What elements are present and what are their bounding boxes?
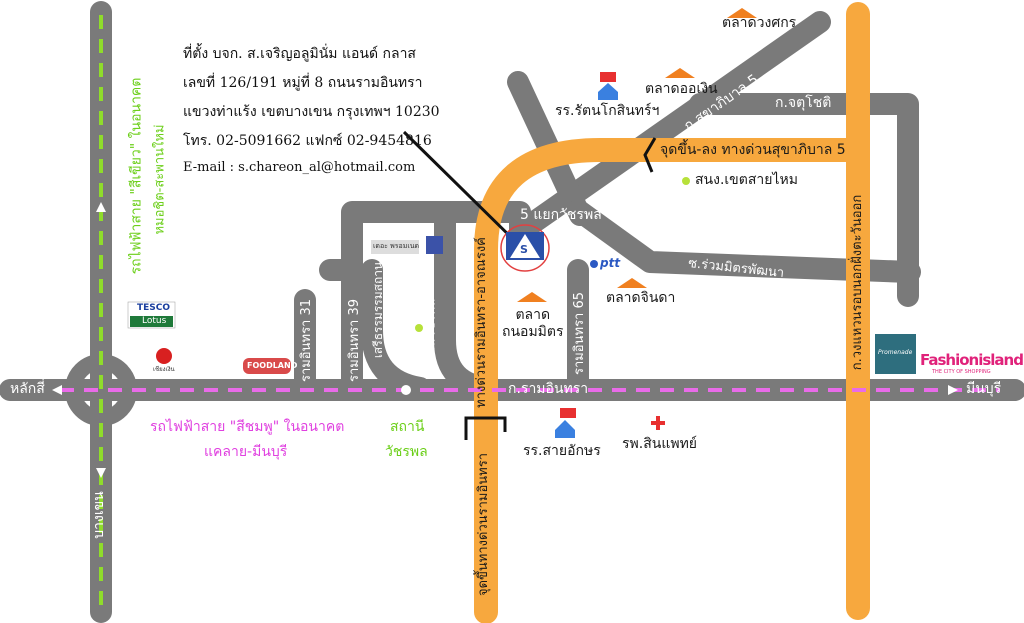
umbrella-icon xyxy=(517,292,547,302)
address-line-3: แขวงท่าแร้ง เขตบางเขน กรุงเทพฯ 10230 xyxy=(183,104,440,120)
label-exp-sukhaphiban: จุดขึ้น-ลง ทางด่วนสุขาภิบาล 5 xyxy=(660,142,846,158)
address-line-1: ที่ตั้ง บจก. ส.เจริญอลูมินั่ม แอนด์ กลาส xyxy=(183,46,416,62)
label-min-buri: มีนบุรี xyxy=(966,381,1002,397)
school-icon xyxy=(598,83,618,100)
label-saphan-mai: สะพานใหม่ xyxy=(74,137,91,207)
label-green-line-1: รถไฟฟ้าสาย "สีเขียว" ในอนาคต xyxy=(128,77,145,275)
company-location-marker xyxy=(500,224,550,272)
label-soi-31: รามอินทรา 31 xyxy=(299,298,315,383)
label-green-line-2: หมอชิต-สะพานใหม่ xyxy=(152,124,168,235)
arrow-right-icon xyxy=(948,385,958,395)
ramp-marker-ramintra xyxy=(464,416,507,440)
promenade-logo: Promenade xyxy=(878,349,913,356)
ptt-logo: ptt xyxy=(600,256,621,270)
label-bang-khen: บางเขน xyxy=(90,491,107,539)
chupa-logo: เชียงเงิน xyxy=(153,366,175,373)
label-sai-aksorn-school: รร.สายอักษร xyxy=(523,443,601,459)
ptt-icon xyxy=(590,260,598,268)
umbrella-icon xyxy=(727,8,757,18)
arrow-left-icon xyxy=(52,385,62,395)
label-sinpat-hospital: รพ.สินแพทย์ xyxy=(622,436,697,452)
store-logo: เดอะ พรอมเนด xyxy=(373,242,420,250)
road-chatuchot xyxy=(689,93,919,307)
label-chatuchot: ก.จตุโชติ xyxy=(775,95,832,111)
label-talat-jinda: ตลาดจินดา xyxy=(606,290,676,306)
school-icon xyxy=(555,420,575,438)
label-sethasiri: เสรีธรรมรรมสถาน xyxy=(371,261,386,359)
promenade-logo-box xyxy=(875,334,916,374)
green-dot-icon xyxy=(682,177,690,185)
hospital-cross-icon xyxy=(651,416,665,430)
label-soi-39: รามอินทรา 39 xyxy=(347,298,363,383)
station-dot xyxy=(401,385,411,395)
label-police-station: สนง.เขตสายไหม xyxy=(695,172,798,188)
label-pink-line-1: รถไฟฟ้าสาย "สีชมพู" ในอนาคต xyxy=(150,419,345,435)
label-rattanakosin-school: รร.รัตนโกสินทร์ฯ xyxy=(555,103,660,119)
company-logo-mark: S xyxy=(520,243,528,256)
road-sethasiri xyxy=(361,259,431,399)
label-kanchanaphisek: ก.วงแหวนรอบนอกฝั่งตะวันออก xyxy=(850,194,866,371)
lotus-logo: Lotus xyxy=(142,316,167,326)
arrow-down-icon xyxy=(96,468,106,478)
tv-logo-box xyxy=(426,236,443,254)
road-ruam-mit xyxy=(567,199,921,283)
foodland-logo: FOODLAND xyxy=(247,361,298,370)
label-expressway-at-narong: ทางด่วนรามอินทรา-อาจณรงค์ xyxy=(473,237,489,408)
foodland-logo-box xyxy=(243,358,291,374)
label-5-yaek: 5 แยกวัชรพล xyxy=(520,207,602,223)
label-exp-ramintra: จุดขึ้นทางด่วนรามอินทรา xyxy=(476,452,492,597)
fashion-island-tagline: THE CITY OF SHOPPING xyxy=(932,369,991,375)
address-phone: โทร. 02-5091662 แฟกซ์ 02-9454816 xyxy=(183,133,432,149)
market-icons xyxy=(517,8,757,302)
label-talat-ngoen: ตลาดออเงิน xyxy=(645,81,718,97)
school-icons xyxy=(555,72,618,438)
green-dot-icon xyxy=(415,324,423,332)
address-email: E-mail : s.chareon_al@hotmail.com xyxy=(183,160,416,175)
expressways xyxy=(474,2,870,623)
pointer-line xyxy=(402,130,522,248)
store-logo-box xyxy=(371,240,419,254)
tesco-logo: TESCO xyxy=(137,303,171,313)
label-talat-duangsakorn: ตลาดวงศกร xyxy=(722,15,797,31)
label-soi-65: รามอินทรา 65 xyxy=(572,291,588,376)
expressway-at-narong xyxy=(474,138,870,623)
red-mark-icon xyxy=(156,348,172,364)
label-talat-thanom-mit: ตลาด ถนอมมิตร xyxy=(502,307,564,340)
direction-arrows xyxy=(52,202,958,478)
label-ram-inthra: ก.รามอินทรา xyxy=(508,381,589,397)
label-lak-si: หลักสี่ xyxy=(10,381,45,397)
address-line-2: เลขที่ 126/191 หมู่ที่ 8 ถนนรามอินทรา xyxy=(183,75,423,91)
umbrella-icon xyxy=(617,278,647,288)
fashion-island-logo: Fashionisland xyxy=(920,351,1024,369)
label-watcharaphon: ก.วัชรพล xyxy=(423,298,439,351)
label-station-name: วัชรพล xyxy=(385,444,428,460)
label-pink-line-2: แคลาย-มีนบุรี xyxy=(204,444,288,460)
label-station: สถานี xyxy=(390,419,425,435)
ramp-marker-sukhaphiban xyxy=(643,137,657,173)
arrow-up-icon xyxy=(96,202,106,212)
umbrella-icon xyxy=(665,68,695,78)
